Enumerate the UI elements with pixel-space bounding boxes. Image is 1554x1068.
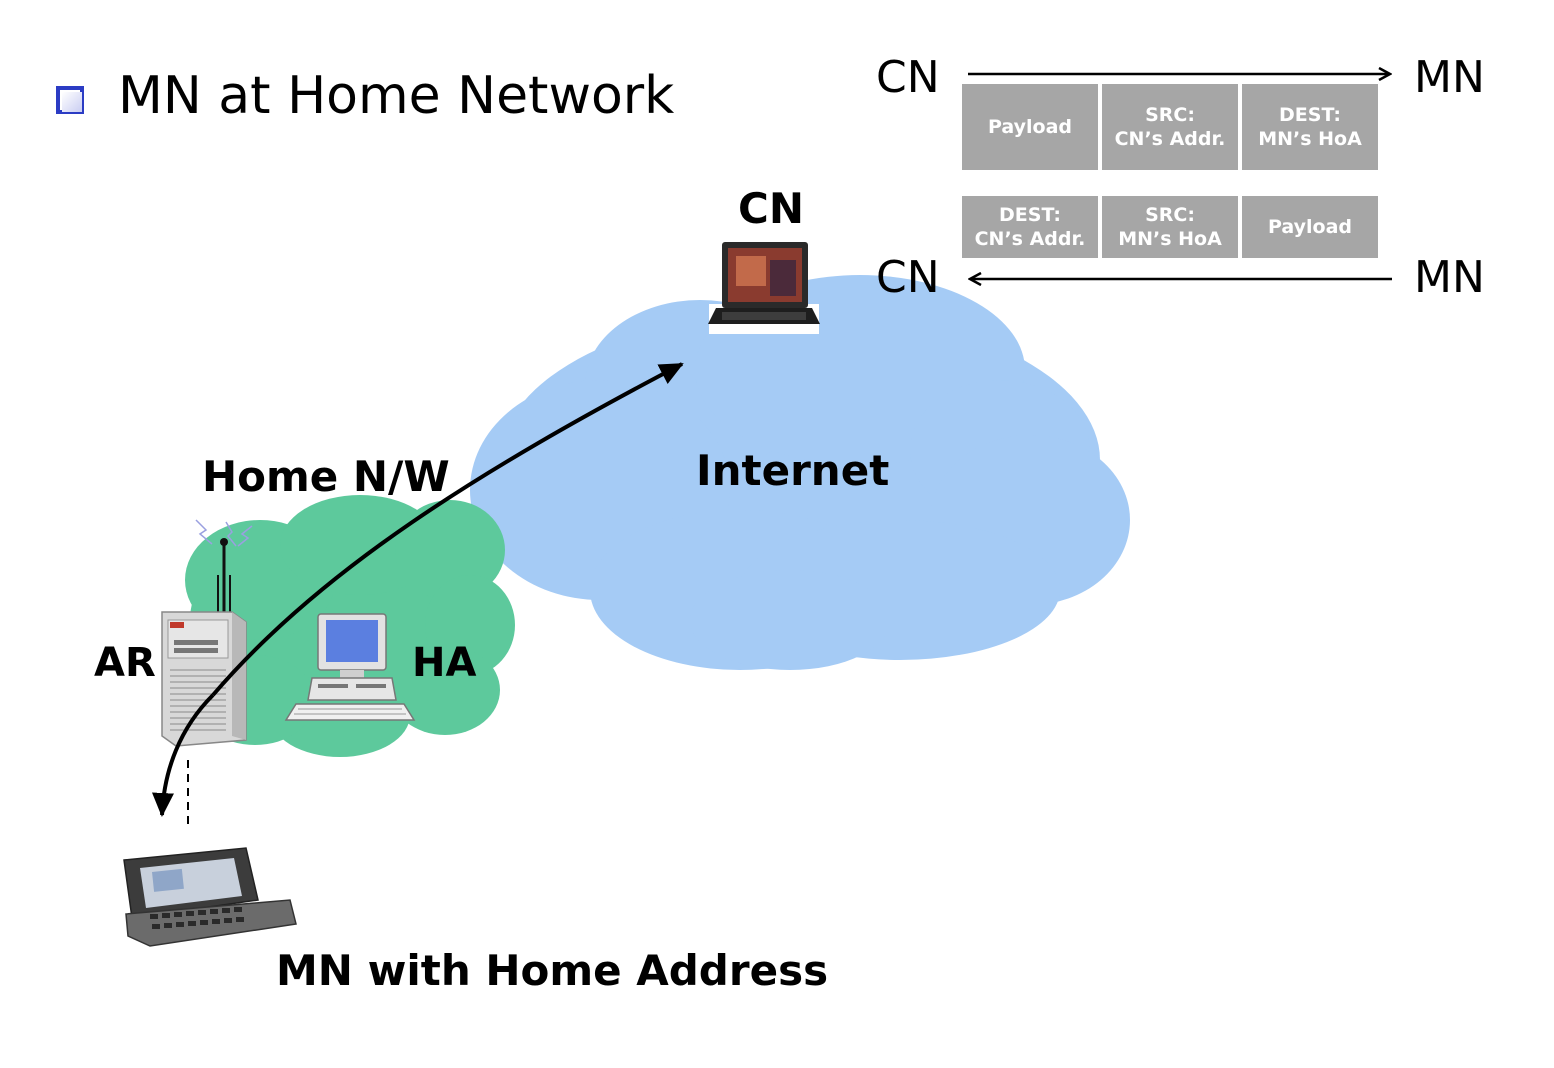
inbound-field: DEST: CN’s Addr. <box>962 196 1098 258</box>
path-ar-to-mn-arrow <box>151 693 215 817</box>
mn-handheld-icon <box>123 847 297 947</box>
cn-label: CN <box>738 184 804 233</box>
cn-laptop-icon <box>708 242 820 334</box>
outbound-to-label: MN <box>1414 52 1485 103</box>
home-network-label: Home N/W <box>202 452 450 501</box>
mn-label: MN with Home Address <box>276 946 829 995</box>
ar-router-icon <box>161 519 253 747</box>
outbound-field: SRC: CN’s Addr. <box>1102 84 1238 170</box>
field-line1: SRC: <box>1145 104 1195 126</box>
field-line1: DEST: <box>999 204 1061 226</box>
field-line2: MN’s HoA <box>1118 228 1222 250</box>
inbound-from-label: CN <box>876 252 940 303</box>
ha-label: HA <box>412 640 477 686</box>
internet-label: Internet <box>696 446 890 495</box>
field-line1: Payload <box>1267 216 1353 238</box>
inbound-field: Payload <box>1242 196 1378 258</box>
bullet-square-icon <box>56 86 84 114</box>
field-line2: CN’s Addr. <box>1114 128 1226 150</box>
field-line1: DEST: <box>1279 104 1341 126</box>
field-line1: SRC: <box>1145 204 1195 226</box>
internet-cloud <box>470 275 1130 670</box>
slide-bullet-text: MN at Home Network <box>118 66 675 126</box>
ha-desktop-icon <box>284 613 416 721</box>
ar-label: AR <box>94 640 156 686</box>
path-ar-to-cn-arrow <box>211 362 684 697</box>
inbound-to-label: MN <box>1414 252 1485 303</box>
outbound-field: Payload <box>962 84 1098 170</box>
field-line1: Payload <box>987 116 1073 138</box>
field-line2: MN’s HoA <box>1258 128 1362 150</box>
field-line2: CN’s Addr. <box>974 228 1086 250</box>
outbound-field: DEST: MN’s HoA <box>1242 84 1378 170</box>
outbound-from-label: CN <box>876 52 940 103</box>
inbound-field: SRC: MN’s HoA <box>1102 196 1238 258</box>
